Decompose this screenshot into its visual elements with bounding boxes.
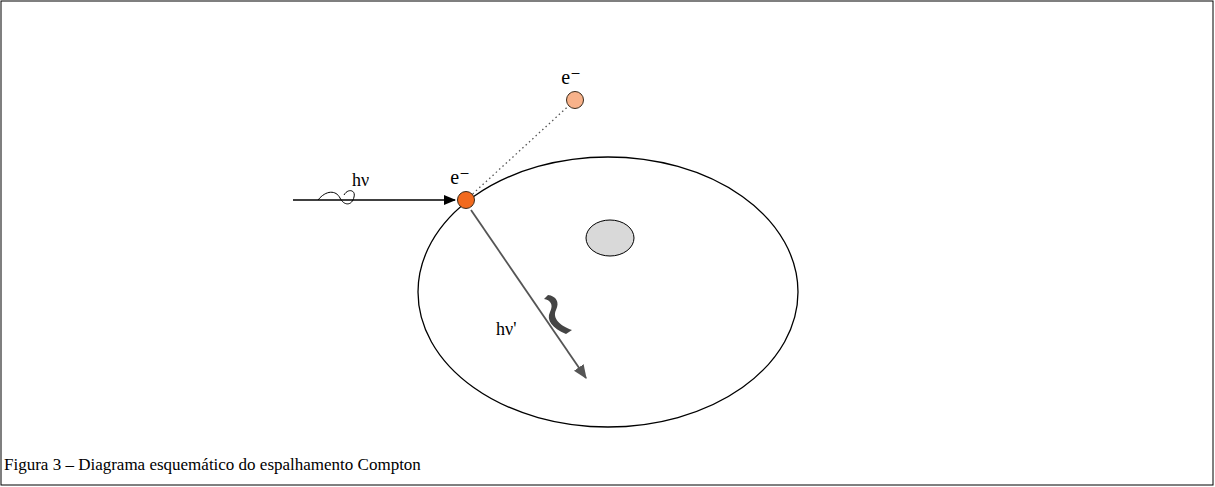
electron-dot	[457, 191, 475, 209]
bound-electron: e⁻	[456, 166, 475, 209]
scattered-photon-arrow	[471, 210, 586, 378]
photon-wave	[318, 191, 354, 204]
nucleus	[586, 220, 634, 256]
electron-dot	[566, 91, 584, 109]
incident-photon-arrow	[293, 199, 455, 200]
connector-layer	[473, 106, 569, 194]
photon-energy-label: hν	[352, 171, 369, 191]
atom-outline	[418, 157, 798, 427]
ejected-electron: e⁻	[565, 66, 584, 109]
electron-path	[473, 106, 569, 194]
figure-caption: Figura 3 – Diagrama esquemático do espal…	[4, 455, 421, 475]
scattered-photon-label: hν'	[496, 320, 516, 340]
electron-label: e⁻	[561, 66, 580, 88]
photon-wave	[544, 295, 572, 334]
electron-label: e⁻	[450, 166, 469, 188]
